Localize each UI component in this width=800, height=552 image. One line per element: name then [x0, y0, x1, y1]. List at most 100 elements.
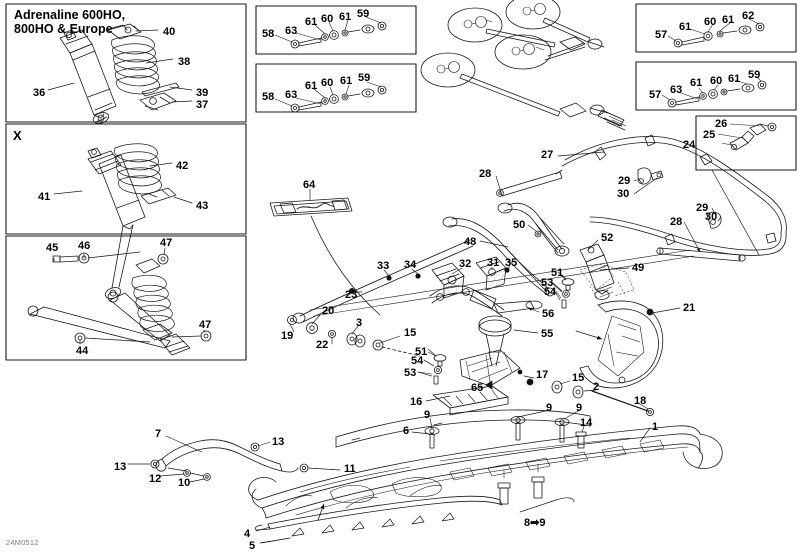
- callout-1: 1: [652, 421, 659, 433]
- callout-6: 6: [403, 425, 410, 437]
- callout-25: 25: [703, 129, 716, 141]
- callout-20: 20: [322, 305, 335, 317]
- callout-5: 5: [249, 540, 256, 552]
- fasteners-right: [517, 369, 655, 416]
- callout-61b-bl: 61: [340, 75, 353, 87]
- callout-59-bl: 59: [358, 72, 371, 84]
- leader-lines-main: [127, 151, 722, 544]
- tie-rod-assembly: [287, 239, 695, 357]
- leader-lines-panel3: [53, 247, 206, 345]
- callout-41: 41: [38, 191, 51, 203]
- callout-40: 40: [163, 26, 176, 38]
- callout-32: 32: [459, 258, 472, 270]
- shock-assembly-main: [59, 23, 180, 124]
- callout-21: 21: [683, 302, 696, 314]
- callout-63-bl: 63: [285, 89, 298, 101]
- panel-title-adrenaline: Adrenaline 600HO, 800HO & Europe: [14, 8, 126, 36]
- callout-34: 34: [404, 259, 417, 271]
- callout-10: 10: [178, 477, 191, 489]
- callout-43: 43: [196, 200, 209, 212]
- callout-61a-tl: 61: [305, 16, 318, 28]
- ski-part-1: [248, 425, 723, 519]
- callout-61a-tr: 61: [679, 21, 692, 33]
- callout-44: 44: [76, 345, 89, 357]
- callout-54-left: 54: [411, 355, 424, 367]
- callout-47-top: 47: [160, 237, 173, 249]
- panel-marker-x: X: [13, 128, 22, 143]
- part-16-pad: [432, 385, 509, 416]
- callout-50: 50: [513, 219, 526, 231]
- upper-frame-loop: [496, 134, 787, 262]
- callout-54-right: 54: [544, 286, 557, 298]
- front-handle-7: [150, 439, 309, 481]
- callout-61a-br: 61: [690, 77, 703, 89]
- callout-12: 12: [149, 473, 162, 485]
- callout-26: 26: [715, 118, 728, 130]
- callout-52: 52: [601, 232, 614, 244]
- callout-65: 65: [471, 382, 484, 394]
- part-6-runner: [335, 409, 591, 448]
- shock-assembly-x: [87, 143, 177, 299]
- part-21-bracket: [575, 263, 664, 389]
- leader-lines-panel2: [53, 162, 193, 204]
- callout-23: 23: [345, 289, 358, 301]
- callout-64: 64: [303, 179, 316, 191]
- callout-46: 46: [78, 240, 91, 252]
- callout-3: 3: [356, 317, 363, 329]
- callout-39: 39: [196, 87, 209, 99]
- watermark: 24M0512: [6, 538, 39, 547]
- callout-48: 48: [464, 236, 477, 248]
- callout-51-left: 51: [415, 346, 428, 358]
- callout-15-left: 15: [404, 327, 417, 339]
- callout-61b-tl: 61: [339, 11, 352, 23]
- a-arm-lower-48: [442, 216, 555, 297]
- callout-17: 17: [536, 369, 549, 381]
- callout-51-right: 51: [551, 267, 564, 279]
- panel-frames: [5, 3, 247, 361]
- callout-58-bl: 58: [262, 91, 275, 103]
- detail-linkage-bl: [274, 81, 387, 113]
- callout-13-left: 13: [114, 461, 127, 473]
- callout-33: 33: [377, 260, 390, 272]
- callout-30-upper: 30: [617, 188, 630, 200]
- callout-49: 49: [632, 262, 645, 274]
- shock-assembly-lower: [27, 251, 212, 356]
- a-arm-upper-50: [497, 202, 570, 257]
- detail-linkage-tr: [667, 18, 765, 48]
- detail-linkage-br: [661, 77, 767, 108]
- callout-15-right: 15: [572, 372, 585, 384]
- part-65-marker: [485, 380, 493, 390]
- callout-61b-tr: 61: [722, 14, 735, 26]
- callout-59-br: 59: [748, 69, 761, 81]
- callout-60-br: 60: [710, 75, 723, 87]
- callout-4: 4: [244, 528, 251, 540]
- callout-9-right: 9: [576, 402, 583, 414]
- callout-28-lower: 28: [670, 216, 683, 228]
- callout-16: 16: [410, 396, 423, 408]
- callout-60-tl: 60: [321, 13, 334, 25]
- part-64-handle: [269, 197, 381, 316]
- callout-38: 38: [178, 56, 191, 68]
- callout-60-bl: 60: [321, 77, 334, 89]
- top-linkage-assembly: [420, 0, 627, 131]
- callout-47-bottom: 47: [199, 319, 212, 331]
- bolts-9-14: [424, 415, 587, 449]
- callout-28-upper: 28: [479, 168, 492, 180]
- callout-60-tr: 60: [704, 16, 717, 28]
- callout-14: 14: [580, 417, 593, 429]
- callout-61a-bl: 61: [305, 80, 318, 92]
- callout-63-br: 63: [670, 84, 683, 96]
- callout-45: 45: [46, 242, 59, 254]
- detail-inset-stop-block: [711, 122, 777, 256]
- callout-27: 27: [541, 149, 554, 161]
- callout-58-tl: 58: [262, 28, 275, 40]
- spindle-assembly: [386, 256, 575, 387]
- detail-linkage-tl: [274, 16, 387, 49]
- callout-57-br: 57: [649, 89, 662, 101]
- callout-53-right: 53: [541, 277, 554, 289]
- callout-29-upper: 29: [618, 175, 631, 187]
- callout-31: 31: [487, 257, 500, 269]
- callout-18: 18: [634, 395, 647, 407]
